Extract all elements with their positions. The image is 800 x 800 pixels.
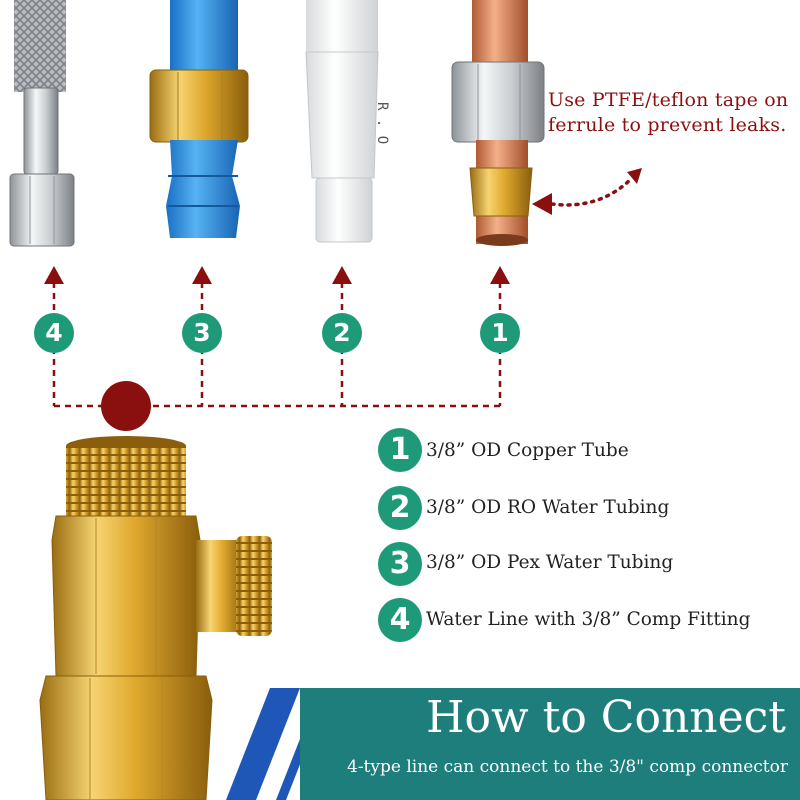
- white-ro-tubing: R . O: [305, 0, 390, 243]
- note-arrow: [550, 176, 634, 207]
- banner-title: How to Connect: [426, 692, 786, 743]
- braided-water-line: [9, 0, 75, 247]
- legend-badge-3: 3: [378, 542, 422, 586]
- banner-subtitle: 4-type line can connect to the 3/8" comp…: [347, 757, 788, 777]
- how-to-connect-banner: How to Connect 4-type line can connect t…: [300, 688, 800, 800]
- legend-item-copper-tube: 3/8” OD Copper Tube: [426, 440, 629, 461]
- legend-item-comp-fitting: Water Line with 3/8” Comp Fitting: [426, 609, 751, 630]
- legend-item-ro-tubing: 3/8” OD RO Water Tubing: [426, 497, 670, 518]
- legend-badge-4: 4: [378, 598, 422, 642]
- svg-text:R . O: R . O: [374, 102, 390, 144]
- ptfe-tape-note: Use PTFE/teflon tape on ferrule to preve…: [548, 89, 789, 136]
- copper-tube: [451, 0, 545, 246]
- badge-4: 4: [34, 313, 74, 353]
- legend-badge-2: 2: [378, 486, 422, 530]
- connector-arrowheads: [44, 266, 510, 284]
- junction-dot: [101, 381, 151, 431]
- note-arrowhead-right: [627, 168, 642, 184]
- note-arrowhead-left: [532, 193, 552, 215]
- badge-1: 1: [480, 313, 520, 353]
- legend-badge-1: 1: [378, 428, 422, 472]
- connector-lines: [52, 282, 502, 408]
- badge-2: 2: [322, 313, 362, 353]
- brass-tee-connector: [39, 436, 272, 800]
- legend-item-pex-tubing: 3/8” OD Pex Water Tubing: [426, 552, 674, 573]
- blue-pex-tubing: [149, 0, 249, 238]
- badge-3: 3: [182, 313, 222, 353]
